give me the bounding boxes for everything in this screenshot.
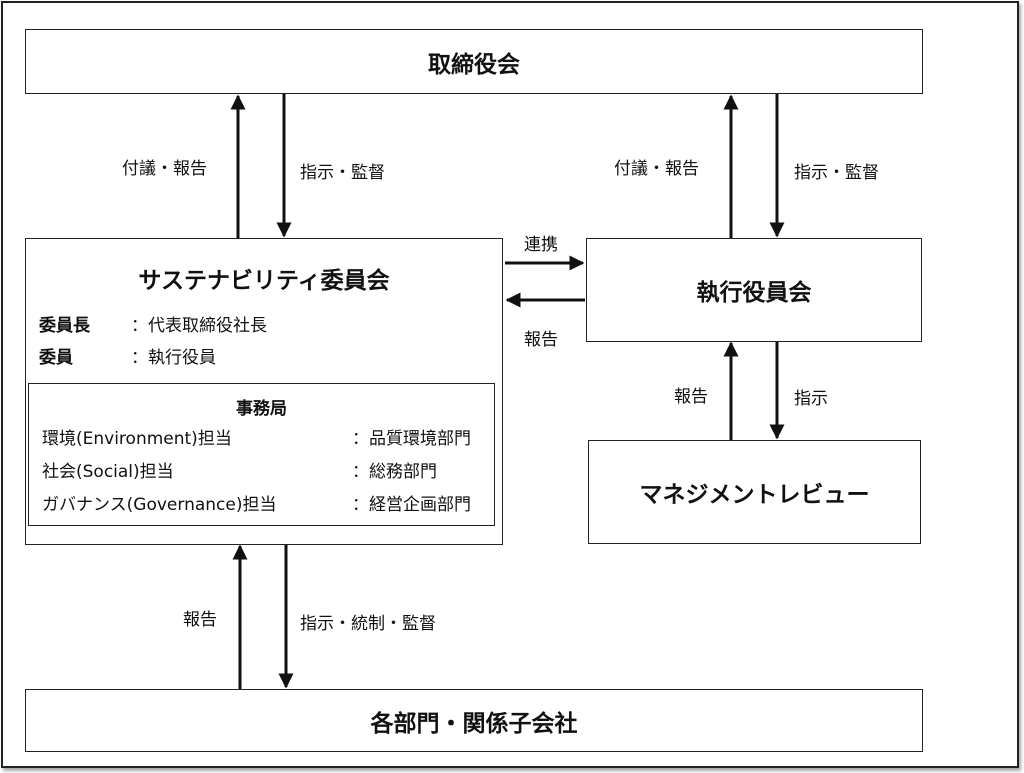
executive-committee-box: 執行役員会	[586, 238, 922, 342]
departments-box: 各部門・関係子会社	[25, 689, 923, 752]
label-exec-to-review: 指示	[794, 389, 828, 409]
secretariat-area: ガバナンス(Governance)担当	[42, 495, 277, 515]
member-row-members: 委員 ：執行役員	[39, 343, 216, 368]
label-exec-to-sus: 報告	[524, 330, 558, 350]
label-board-to-exec: 指示・監督	[794, 163, 879, 183]
secretariat-dept: ：品質環境部門	[352, 429, 471, 449]
label-sus-to-board: 付議・報告	[122, 159, 207, 179]
member-value: 代表取締役社長	[148, 316, 267, 336]
label-exec-to-board: 付議・報告	[614, 159, 699, 179]
label-board-to-sus: 指示・監督	[300, 163, 385, 183]
sustainability-committee-title: サステナビリティ委員会	[138, 268, 390, 294]
board-title: 取締役会	[428, 51, 520, 78]
member-role: 委員	[39, 348, 73, 368]
board-box: 取締役会	[25, 29, 923, 94]
member-separator: ：	[131, 348, 148, 368]
member-value: 執行役員	[148, 348, 216, 368]
departments-title: 各部門・関係子会社	[370, 710, 578, 737]
label-coordination: 連携	[524, 235, 558, 255]
label-sus-to-dept: 指示・統制・監督	[300, 614, 436, 634]
secretariat-title: 事務局	[236, 399, 287, 419]
secretariat-dept: ：経営企画部門	[352, 495, 471, 515]
member-separator: ：	[131, 316, 148, 336]
secretariat-box: 事務局 環境(Environment)担当 ：品質環境部門 社会(Social)…	[28, 383, 495, 526]
member-role: 委員長	[39, 316, 90, 336]
secretariat-row-governance: ガバナンス(Governance)担当 ：経営企画部門	[42, 490, 471, 515]
management-review-title: マネジメントレビュー	[639, 482, 870, 508]
secretariat-row-environment: 環境(Environment)担当 ：品質環境部門	[42, 424, 471, 449]
label-dept-to-sus: 報告	[183, 610, 217, 630]
label-review-to-exec: 報告	[674, 387, 708, 407]
management-review-box: マネジメントレビュー	[588, 440, 921, 544]
secretariat-area: 環境(Environment)担当	[42, 429, 232, 449]
secretariat-area: 社会(Social)担当	[42, 462, 174, 482]
executive-committee-title: 執行役員会	[696, 280, 812, 306]
secretariat-dept: ：総務部門	[352, 462, 437, 482]
sustainability-committee-box: サステナビリティ委員会 委員長 ：代表取締役社長 委員 ：執行役員 事務局 環境(E…	[25, 238, 503, 545]
secretariat-row-social: 社会(Social)担当 ：総務部門	[42, 457, 437, 482]
member-row-chair: 委員長 ：代表取締役社長	[39, 311, 267, 336]
